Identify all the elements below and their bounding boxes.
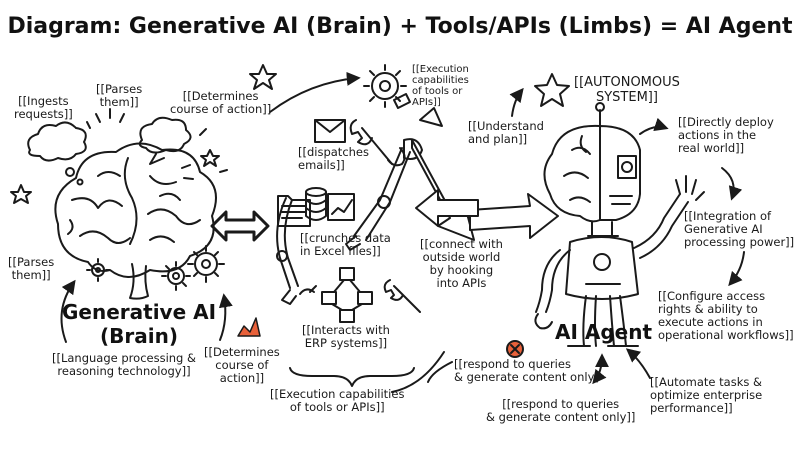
gear-icon [161, 261, 191, 291]
bar-chart-icon [327, 193, 355, 221]
arrow-automate [625, 348, 651, 379]
double-arrow [210, 210, 270, 242]
arrow-to-execution [269, 71, 361, 113]
arrow-to-deploy [639, 117, 669, 135]
brain-icon [54, 142, 217, 300]
network-cubes-icon [321, 267, 373, 323]
settings-gear-icon [363, 64, 411, 109]
small-wrench-icon [383, 279, 421, 313]
diagram-title: Diagram: Generative AI (Brain) + Tools/A… [7, 14, 793, 39]
arrow-respond-left [427, 361, 453, 383]
arrow-language [60, 279, 76, 343]
big-arrow-to-agent [411, 107, 559, 241]
line-chart-icon [237, 317, 261, 337]
cross-icon [506, 340, 524, 358]
arrow-respond-up [592, 353, 609, 385]
label-respond-bottom: [[respond to queries& generate content o… [486, 397, 636, 424]
sensor-icon [299, 285, 317, 295]
curly-brace [289, 367, 415, 387]
arrow-tools-to-bottom [391, 351, 445, 393]
database-icon [305, 187, 327, 221]
thought-bubble-icon [27, 121, 87, 186]
star-icon [534, 73, 570, 107]
speech-bubble-icon [138, 116, 192, 165]
gear-icon [187, 245, 225, 283]
label-respond-crossed: [[respond to queries& generate content o… [454, 357, 599, 384]
arrow-to-integration [721, 167, 743, 201]
envelope-icon [314, 119, 346, 143]
arrow-to-understand [509, 87, 524, 117]
star-icon [200, 149, 220, 167]
spark-lines [86, 108, 228, 180]
generative-ai-label: Generative AI(Brain) [62, 300, 217, 348]
gear-icon [86, 258, 110, 282]
ai-agent-label: AI Agent [555, 320, 653, 344]
arrow-determines [218, 293, 233, 341]
star-icon [10, 184, 32, 204]
robotic-arm-left-icon [276, 197, 299, 305]
label-language-processing: [[Language processing &reasoning technol… [52, 351, 196, 378]
star-icon [249, 64, 277, 90]
robot-icon [534, 102, 705, 347]
arrow-to-configure [728, 251, 745, 287]
